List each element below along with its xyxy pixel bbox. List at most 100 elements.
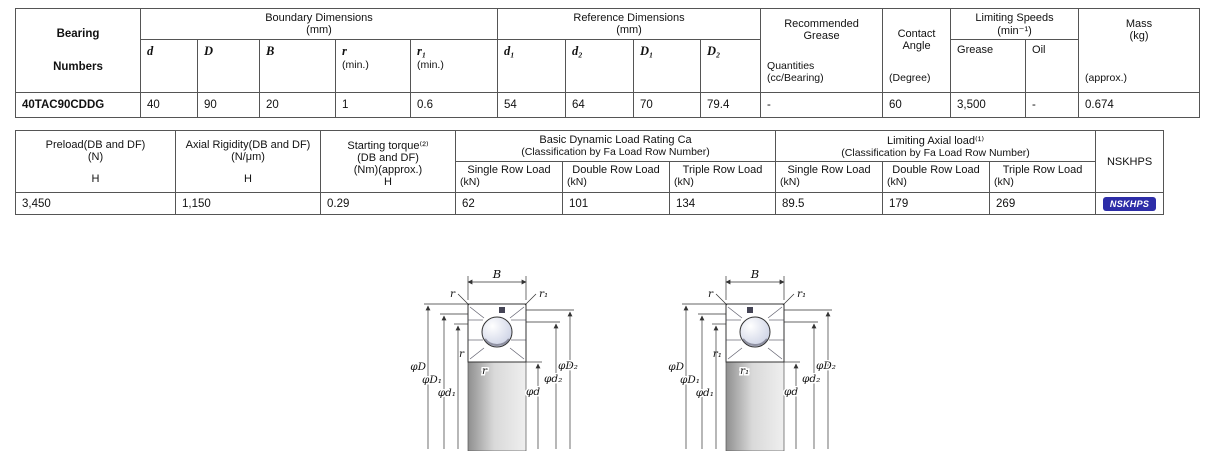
col-header-r: r (min.) — [335, 39, 411, 93]
single-row-load-label: Single Row Load — [787, 164, 871, 176]
r1-min-label: (min.) — [417, 59, 444, 71]
torque-title: Starting torque⁽²⁾ — [347, 139, 429, 152]
grease-line4: (cc/Bearing) — [767, 71, 824, 84]
torque-h: H — [384, 175, 392, 188]
triple-row-load-label: Triple Row Load — [1002, 164, 1083, 176]
recommended-grease-header: Recommended Grease Quantities (cc/Bearin… — [760, 8, 884, 93]
bearing-diagrams: B r r₁ r r φD φD₁ φd₁ φD₂ φd₂ φd — [398, 266, 856, 451]
bearing-label: Bearing — [56, 28, 100, 40]
d2-label: d₂ — [572, 44, 583, 58]
col-header-d: d — [140, 39, 198, 93]
mass-line1: Mass — [1125, 17, 1153, 30]
dim-label-phiD1: φD₁ — [422, 374, 442, 386]
cell-d1: 54 — [497, 92, 566, 118]
dyn-triple-header: Triple Row Load (kN) — [668, 161, 777, 193]
r1-label: r₁ — [417, 44, 427, 58]
D-label: D — [204, 44, 214, 58]
dim-label-phid2: φd₂ — [802, 373, 820, 385]
dynamic-load-header: Basic Dynamic Load Rating Ca (Classifica… — [454, 130, 777, 162]
shaft-bar — [725, 361, 785, 451]
bearing-numbers-header: Bearing Numbers — [15, 8, 141, 93]
axial-title: Limiting Axial load⁽¹⁾ — [886, 134, 985, 147]
r-label: r — [342, 44, 347, 58]
speeds-unit: (min⁻¹) — [997, 24, 1032, 37]
triple-row-load-label: Triple Row Load — [682, 164, 763, 176]
ax-single-header: Single Row Load (kN) — [775, 161, 884, 193]
table2-data-row: 3,450 1,150 0.29 62 101 134 89.5 179 269… — [15, 192, 1165, 215]
cell-d2: 64 — [565, 92, 634, 118]
boundary-dimensions-header: Boundary Dimensions (mm) — [140, 8, 498, 40]
dim-label-phiD2: φD₂ — [816, 360, 836, 372]
torque-sub2: (Nm)(approx.) — [353, 163, 423, 176]
cell-bearing-number: 40TAC90CDDG — [15, 92, 141, 118]
cell-preload: 3,450 — [15, 192, 176, 215]
ball-shading — [742, 338, 768, 346]
col-header-D: D — [197, 39, 260, 93]
dim-label-phiD1: φD₁ — [680, 374, 700, 386]
nskhps-badge[interactable]: NSKHPS — [1102, 196, 1157, 211]
grease-line2: Grease — [803, 29, 840, 42]
shaft-bar — [467, 361, 527, 451]
table2-sub-header-row: Single Row Load (kN) Double Row Load (kN… — [16, 161, 1164, 193]
dim-label-r1-inner: r₁ — [740, 365, 749, 377]
kn-unit: (kN) — [887, 176, 907, 188]
contact-degree: (Degree) — [889, 71, 931, 84]
dim-label-phid2: φd₂ — [544, 373, 562, 385]
col-header-r1: r₁ (min.) — [410, 39, 498, 93]
mass-line2: (kg) — [1129, 29, 1149, 42]
contact-angle-header: Contact Angle (Degree) — [882, 8, 952, 93]
nskhps-column-header: NSKHPS — [1095, 130, 1165, 193]
col-header-d2: d₂ — [565, 39, 634, 93]
cell-torque: 0.29 — [320, 192, 456, 215]
reference-title: Reference Dimensions — [573, 12, 685, 24]
dimensions-table: Bearing Numbers Boundary Dimensions (mm)… — [15, 8, 1201, 118]
load-ratings-table: Preload(DB and DF) (N) H Axial Rigidity(… — [15, 130, 1165, 215]
cell-mass: 0.674 — [1078, 92, 1201, 118]
grease-line3: Quantities — [767, 59, 815, 72]
cell-r: 1 — [335, 92, 411, 118]
boundary-unit: (mm) — [306, 24, 332, 36]
preload-header: Preload(DB and DF) (N) H — [15, 130, 176, 193]
col-header-B: B — [259, 39, 336, 93]
axial-rigidity-header: Axial Rigidity(DB and DF) (N/μm) H — [175, 130, 321, 193]
col-header-D1: D₁ — [633, 39, 701, 93]
dim-label-phiD: φD — [410, 361, 426, 373]
kn-unit: (kN) — [567, 176, 587, 188]
limiting-speeds-header: Limiting Speeds (min⁻¹) — [950, 8, 1080, 40]
cell-rigidity: 1,150 — [175, 192, 321, 215]
cell-d: 40 — [140, 92, 198, 118]
r-min-label: (min.) — [342, 59, 369, 71]
dim-label-phiD: φD — [668, 361, 684, 373]
contact-line1: Contact — [897, 27, 936, 40]
col-header-D2: D₂ — [699, 39, 762, 93]
ring-section — [467, 303, 527, 363]
table1-data-row: 40TAC90CDDG 40 90 20 1 0.6 54 64 70 79.4… — [15, 92, 1201, 118]
dim-label-r1-top: r₁ — [797, 288, 806, 300]
ring-section — [725, 303, 785, 363]
ax-triple-header: Triple Row Load (kN) — [989, 161, 1097, 193]
numbers-label: Numbers — [53, 61, 103, 73]
dim-label-phid1: φd₁ — [696, 387, 714, 399]
dyn-double-header: Double Row Load (kN) — [562, 161, 670, 193]
dim-label-phid1: φd₁ — [438, 387, 456, 399]
dim-label-B: B — [492, 267, 501, 281]
dynamic-title: Basic Dynamic Load Rating Ca — [539, 134, 692, 146]
kn-unit: (kN) — [780, 176, 800, 188]
boundary-title: Boundary Dimensions — [265, 12, 373, 24]
kn-unit: (kN) — [994, 176, 1014, 188]
B-label: B — [266, 44, 275, 58]
cell-dyn-triple: 134 — [668, 192, 777, 215]
rigidity-title: Axial Rigidity(DB and DF) — [185, 138, 311, 151]
cell-dyn-double: 101 — [562, 192, 670, 215]
cell-D: 90 — [197, 92, 260, 118]
dim-label-r1-mid: r₁ — [713, 348, 722, 360]
dim-label-B: B — [750, 267, 759, 281]
dim-label-r-top: r — [708, 288, 714, 300]
single-row-load-label: Single Row Load — [467, 164, 551, 176]
cage-detail — [499, 307, 505, 313]
ball — [739, 316, 771, 348]
torque-sub1: (DB and DF) — [357, 151, 419, 164]
bearing-cross-section-2: B r r₁ r₁ r₁ φD φD₁ φd₁ φD₂ φd₂ φd — [667, 267, 837, 451]
bearing-cross-section-1: B r r₁ r r φD φD₁ φd₁ φD₂ φd₂ φd — [409, 267, 579, 451]
speeds-title: Limiting Speeds — [975, 11, 1054, 24]
